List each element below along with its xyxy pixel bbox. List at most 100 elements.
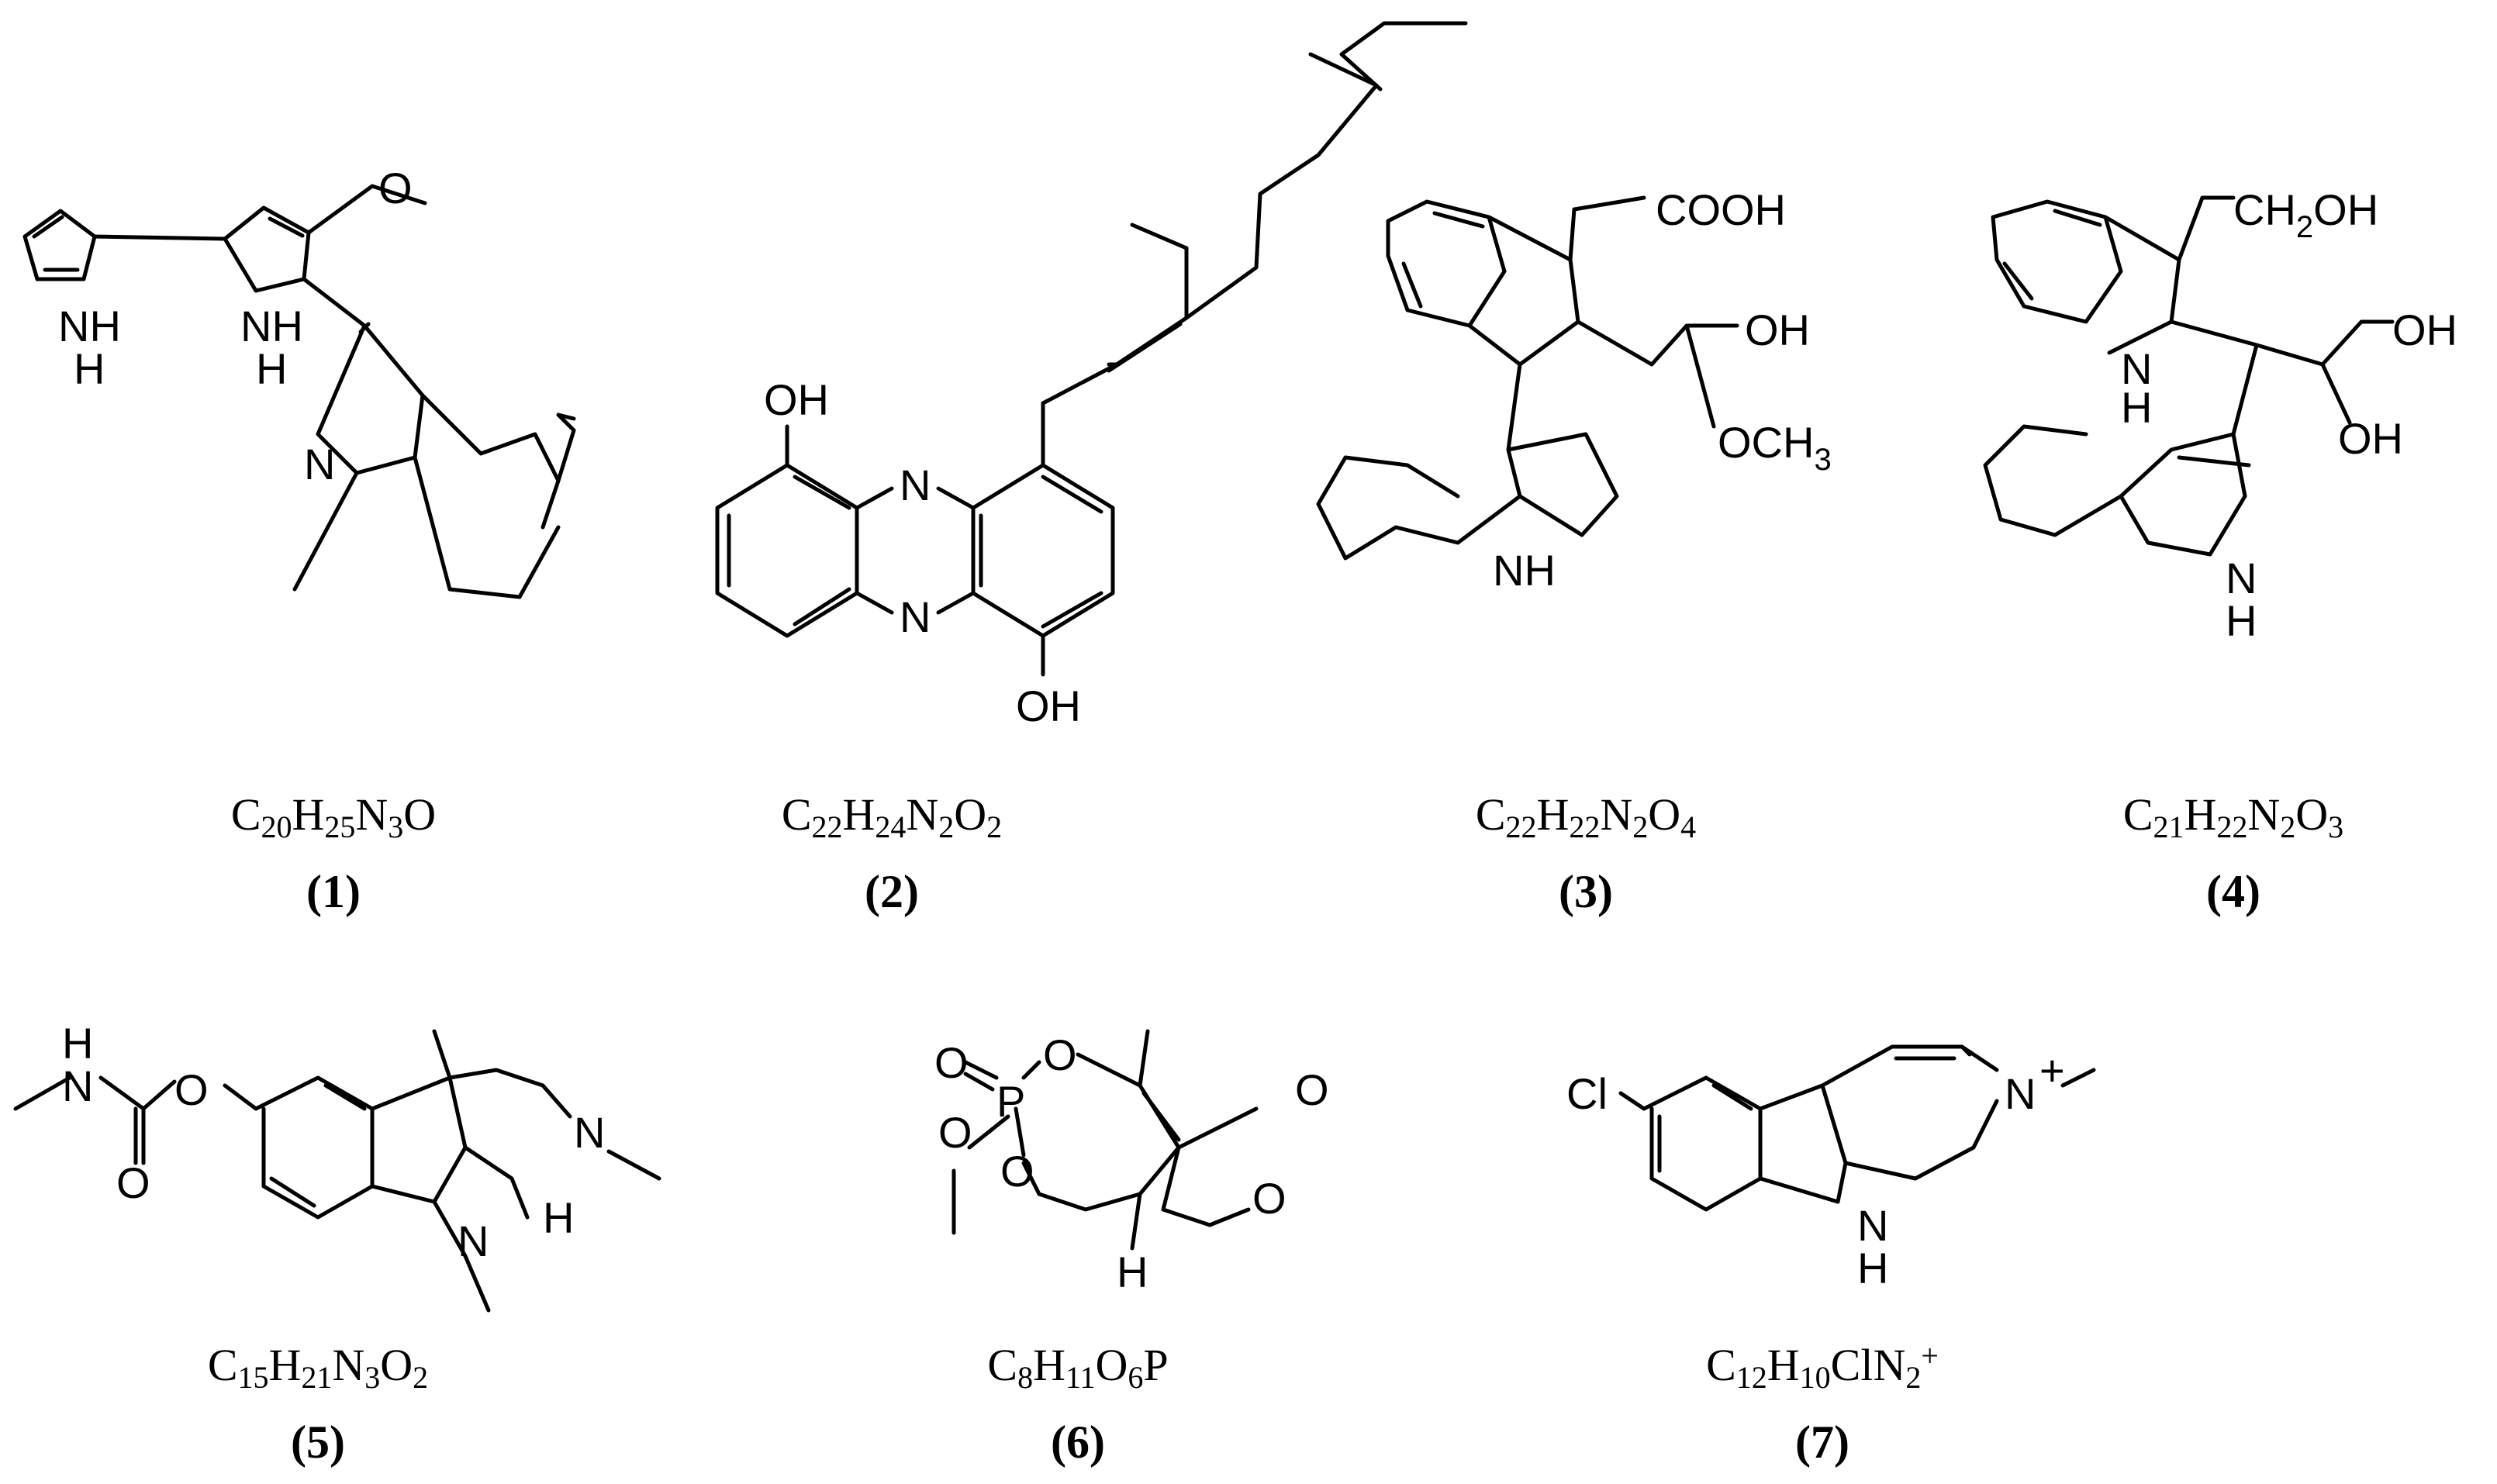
structure-5: H N O O N N H [13, 1019, 661, 1313]
formula-part: O [1095, 1340, 1128, 1390]
formula-2: C22H24N2O2 [782, 789, 1002, 844]
atom-nh-n: N [1857, 1201, 1888, 1250]
atom-n-top: N [900, 461, 931, 509]
atom-nh-a: NH [58, 302, 121, 350]
formula-part: 22 [1569, 809, 1600, 844]
atom-nh-h: H [62, 1019, 93, 1068]
formula-part: C [987, 1340, 1017, 1390]
formula-part: O [403, 789, 436, 840]
compound-labels: C20H25N3O(1)C22H24N2O2(2)C22H22N2O4(3)C2… [208, 789, 2343, 1468]
bonds-6 [951, 1029, 1259, 1251]
atom-nh-b: NH [240, 302, 303, 350]
formula-part: N [332, 1340, 364, 1390]
atom-h: H [543, 1193, 574, 1242]
formula-part: 2 [986, 809, 1002, 844]
formula-6: C8H11O6P [987, 1340, 1168, 1395]
formula-part: 24 [875, 809, 906, 844]
bonds-7 [1618, 1044, 2096, 1212]
formula-part: C [2123, 789, 2153, 840]
structure-1: NH H NH H O N [22, 164, 576, 599]
formula-part: 11 [1065, 1360, 1096, 1395]
formula-part: 2 [1905, 1360, 1921, 1395]
atom-oh-bottom: OH [1016, 682, 1081, 730]
formula-part: P [1143, 1340, 1168, 1390]
formula-part: O [380, 1340, 413, 1390]
formula-part: H [1537, 789, 1570, 840]
compound-id-7: (7) [1795, 1417, 1849, 1468]
atom-n-top: N [2121, 344, 2152, 393]
formula-1: C20H25N3O [231, 789, 436, 844]
formula-3: C22H22N2O4 [1476, 789, 1696, 844]
formula-part: 12 [1736, 1360, 1767, 1395]
atom-ch2oh: CH2OH [2233, 185, 2378, 244]
formula-part: 3 [2328, 809, 2343, 844]
atom-h: H [1117, 1248, 1148, 1296]
formula-part: C [1476, 789, 1506, 840]
atom-o-top: O [1043, 1030, 1077, 1079]
formula-part: 21 [301, 1360, 332, 1395]
formula-part: H [1767, 1340, 1800, 1390]
formula-part: 3 [388, 809, 403, 844]
atom-oh-top: OH [764, 375, 829, 424]
compound-id-1: (1) [306, 866, 361, 917]
formula-part: O [2295, 789, 2328, 840]
formula-part: 2 [2280, 809, 2295, 844]
formula-part: 4 [1680, 809, 1696, 844]
atom-o-carbonyl: O [116, 1158, 150, 1207]
formula-part: 3 [364, 1360, 380, 1395]
formula-part: 25 [324, 809, 355, 844]
structure-3: COOH OH OCH3 NH [1316, 185, 1832, 595]
formula-part: N [906, 789, 938, 840]
formula-part: 15 [238, 1360, 269, 1395]
atom-o-methoxy: O [938, 1108, 972, 1157]
atom-nh-n: N [62, 1061, 93, 1110]
formula-part: 2 [938, 809, 954, 844]
atom-n-plus: N [2005, 1069, 2036, 1118]
atom-plus: + [2039, 1046, 2065, 1095]
atom-oh-a: OH [2392, 305, 2457, 354]
formula-part: Cl [1831, 1340, 1874, 1390]
structure-4: CH2OH OH OH N H N H [1983, 185, 2457, 645]
atom-och3: OCH3 [1718, 418, 1832, 477]
formula-part: 22 [812, 809, 843, 844]
formula-part: O [954, 789, 986, 840]
formula-part: 8 [1017, 1360, 1033, 1395]
compound-id-6: (6) [1051, 1417, 1105, 1468]
formula-part: N [2247, 789, 2280, 840]
formula-7: C12H10ClN2+ [1706, 1338, 1939, 1395]
atom-n-bottom: N [900, 592, 931, 641]
formula-part: C [231, 789, 261, 840]
atom-nh: NH [1493, 546, 1556, 595]
compound-id-5: (5) [291, 1417, 345, 1468]
atom-h-bottom: H [2226, 596, 2257, 645]
bonds-3 [1316, 195, 1739, 561]
formula-part: 21 [2153, 809, 2184, 844]
structure-2: OH OH N N [715, 21, 1468, 730]
atom-n: N [304, 440, 335, 488]
formula-part: C [208, 1340, 238, 1390]
formula-4: C21H22N2O3 [2123, 789, 2343, 844]
formula-part: N [355, 789, 388, 840]
formula-part: N [1600, 789, 1632, 840]
formula-part: H [292, 789, 325, 840]
atom-nh-h: H [1857, 1244, 1888, 1292]
atom-o-ring: O [1000, 1147, 1034, 1196]
formula-part: 22 [2216, 809, 2247, 844]
formula-part: 2 [413, 1360, 428, 1395]
compound-id-2: (2) [865, 866, 919, 917]
atom-o: O [378, 164, 413, 212]
atom-cl: Cl [1566, 1069, 1608, 1118]
compound-id-4: (4) [2206, 866, 2260, 917]
formula-part: 2 [1632, 809, 1648, 844]
bonds-5 [13, 1029, 661, 1313]
structure-7: Cl N + N H [1566, 1044, 2096, 1292]
atom-o-ester: O [174, 1065, 209, 1114]
atom-oh-b: OH [2338, 414, 2403, 463]
atom-o-lactone-c: O [1295, 1065, 1329, 1114]
atom-n-indoline: N [458, 1217, 489, 1265]
atom-h-a: H [74, 344, 105, 393]
atom-cooh: COOH [1656, 185, 1786, 234]
formula-part: H [2184, 789, 2217, 840]
formula-part: + [1921, 1338, 1939, 1373]
